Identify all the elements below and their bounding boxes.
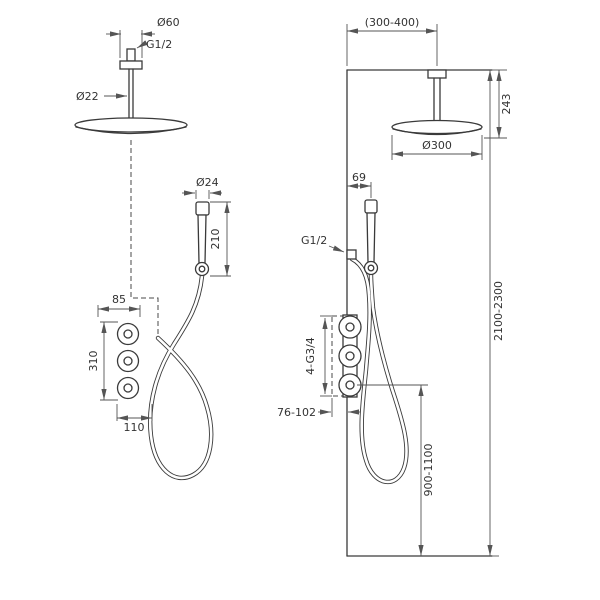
rain-head-rim [75, 126, 187, 135]
label-outlet-thread: G1/2 [301, 234, 327, 247]
valve-knob-top [116, 322, 140, 346]
dim-handshower-length: 210 [209, 201, 231, 277]
right-valve [331, 314, 362, 398]
dim-valve-offset: 85 [97, 293, 141, 317]
label-handshower-length: 210 [209, 229, 222, 250]
rain-head-rim [392, 128, 482, 136]
label-handshower-diameter: Ø24 [196, 176, 219, 189]
dim-outlet-thread: G1/2 [301, 234, 345, 253]
left-valve-knobs [116, 322, 140, 400]
wall-outlet-elbow [346, 249, 357, 260]
right-hand-shower [363, 199, 379, 276]
valve-knob-top [338, 315, 362, 339]
right-view: (300-400) 243 Ø300 2100-2300 [277, 16, 513, 557]
left-view: Ø60 G1/2 Ø22 Ø24 [74, 16, 231, 481]
valve-knob-middle [116, 349, 140, 373]
dim-arm-diameter: Ø22 [76, 90, 127, 103]
valve-knob-bottom [116, 376, 140, 400]
handshower-head [364, 199, 378, 214]
handshower-holder-ring [194, 261, 210, 277]
dim-valve-trim-width: 110 [116, 404, 153, 434]
label-valve-mounting-height: 900-1100 [422, 444, 435, 497]
left-hand-shower [194, 201, 210, 277]
label-head-diameter: Ø300 [422, 139, 452, 152]
dim-head-diameter: Ø300 [391, 135, 483, 160]
rain-head-disc [391, 119, 483, 135]
label-handshower-wall-offset: 69 [352, 171, 366, 184]
dim-valve-mounting-height: 900-1100 [357, 384, 435, 556]
ceiling-thread-stub [126, 48, 136, 62]
dim-handshower-diameter: Ø24 [182, 176, 222, 199]
rain-head-disc [74, 117, 188, 133]
handshower-handle [366, 212, 376, 263]
label-arm-length: 243 [500, 94, 513, 115]
dim-arm-length: 243 [484, 70, 513, 139]
right-ceiling-shower-head [391, 69, 483, 136]
left-ceiling-shower-head [74, 48, 188, 336]
dim-flange-diameter: Ø60 [106, 16, 180, 58]
dim-valve-trim-height: 310 [87, 321, 118, 401]
label-arm-diameter: Ø22 [76, 90, 99, 103]
label-ceiling-distance: (300-400) [365, 16, 420, 29]
ceiling-flange [119, 60, 143, 70]
dim-installation-height: 2100-2300 [487, 70, 505, 556]
handshower-hose [349, 256, 409, 485]
dim-handshower-wall-offset: 69 [347, 171, 372, 198]
label-valve-trim-width: 110 [124, 421, 145, 434]
dim-valve-connections: 4-G3/4 [304, 315, 332, 397]
handshower-holder-ring [363, 260, 379, 276]
label-valve-offset: 85 [112, 293, 126, 306]
label-ceiling-thread: G1/2 [146, 38, 172, 51]
handshower-head [195, 201, 210, 216]
dim-ceiling-thread: G1/2 [136, 38, 172, 51]
handshower-handle [197, 214, 207, 264]
dim-ceiling-distance: (300-400) [347, 16, 437, 34]
label-recess-depth: 76-102 [277, 406, 316, 419]
ceiling-flange [427, 69, 447, 79]
centerline [130, 140, 159, 336]
valve-knob-middle [338, 344, 362, 368]
dim-recess-depth: 76-102 [277, 398, 360, 419]
label-valve-connections: 4-G3/4 [304, 337, 317, 375]
label-flange-diameter: Ø60 [157, 16, 180, 29]
label-installation-height: 2100-2300 [492, 281, 505, 341]
label-valve-trim-height: 310 [87, 351, 100, 372]
